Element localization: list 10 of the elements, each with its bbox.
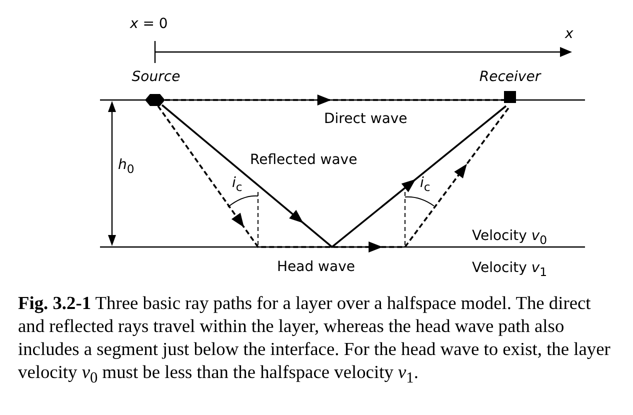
- angle-label: i$_{c}$: [420, 176, 430, 192]
- layer-label: Velocity v$_{0}$: [472, 229, 548, 244]
- axis-label: x = 0: [130, 17, 168, 32]
- angle-label: i$_{c}$: [232, 176, 242, 192]
- node-label: Source: [130, 70, 182, 86]
- axis-label: x: [565, 27, 574, 42]
- dimension-label: h$_{0}$: [118, 158, 134, 174]
- figure-caption: Fig. 3.2-1 Three basic ray paths for a layer over a halfspace model. The direct and reflected rays travel within the layer, whereas the head wave path also includes a segment just below the interface. For the head wave to exist, the layer velocity v$_{0}$ must be less than the halfspace velocity v$_{1}$.: [18, 292, 612, 384]
- node-label: Receiver: [478, 70, 542, 86]
- layer-label: Velocity v$_{1}$: [472, 261, 548, 276]
